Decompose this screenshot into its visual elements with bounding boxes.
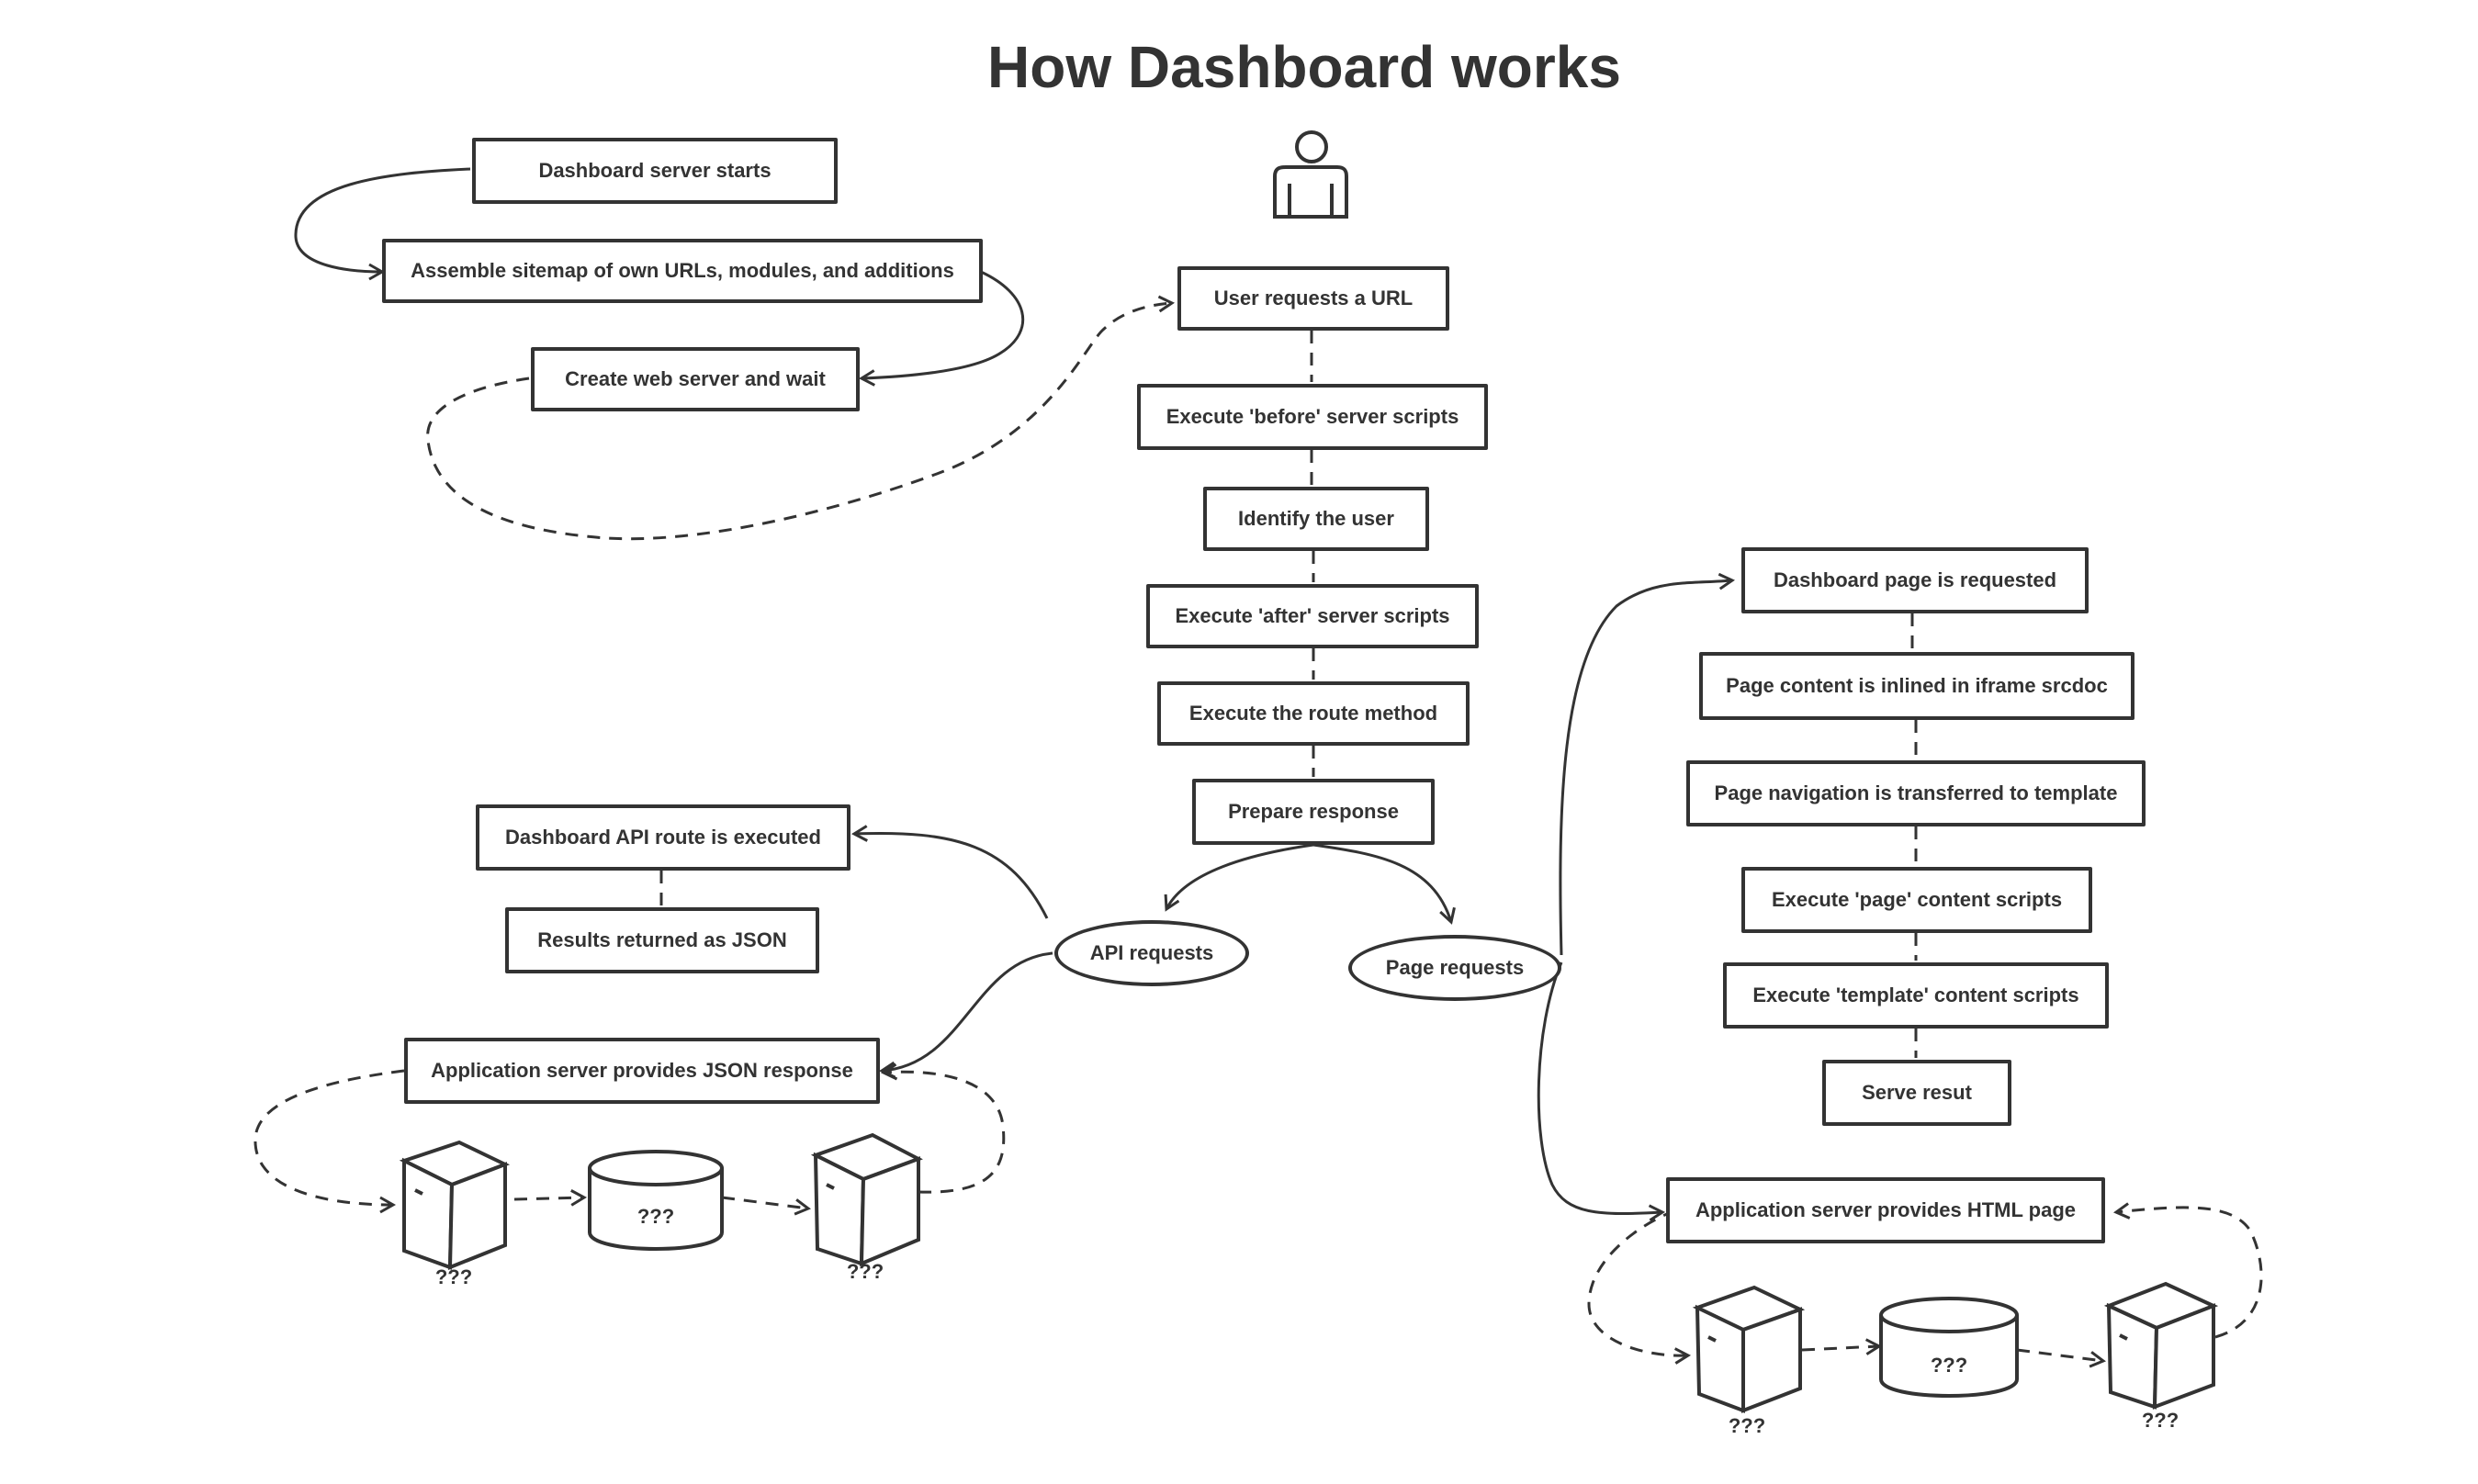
- assemble-sitemap-node: Assemble sitemap of own URLs, modules, a…: [382, 239, 983, 303]
- server-icon: [1692, 1285, 1806, 1413]
- app-server-html-node: Application server provides HTML page: [1666, 1177, 2105, 1243]
- prepare-response-node: Prepare response: [1192, 779, 1435, 845]
- server-icon: [810, 1132, 923, 1267]
- inlined-srcdoc-node: Page content is inlined in iframe srcdoc: [1699, 652, 2134, 720]
- api-db-label: ???: [636, 1205, 675, 1228]
- user-requests-node: User requests a URL: [1177, 266, 1449, 331]
- results-json-node: Results returned as JSON: [505, 907, 819, 973]
- edge-page-to-appserver: [1537, 961, 1666, 1222]
- edge-page-to-requested: [1559, 572, 1736, 956]
- edge-create-to-user: [426, 295, 1176, 541]
- page-server-label-2: ???: [2141, 1409, 2180, 1432]
- create-server-node: Create web server and wait: [531, 347, 860, 411]
- after-scripts-node: Execute 'after' server scripts: [1146, 584, 1479, 648]
- identify-user-node: Identify the user: [1203, 487, 1429, 551]
- edge-prepare-to-api: [1164, 843, 1314, 912]
- diagram-title: How Dashboard works: [987, 34, 1621, 100]
- api-server-label-2: ???: [846, 1260, 884, 1283]
- template-scripts-node: Execute 'template' content scripts: [1723, 962, 2109, 1029]
- api-route-executed-node: Dashboard API route is executed: [476, 804, 850, 871]
- edge-prepare-to-page: [1312, 843, 1456, 925]
- page-requests-node: Page requests: [1348, 935, 1561, 1001]
- server-starts-node: Dashboard server starts: [472, 138, 838, 204]
- before-scripts-node: Execute 'before' server scripts: [1137, 384, 1488, 450]
- edge-api-to-appserver: [878, 951, 1053, 1079]
- page-scripts-node: Execute 'page' content scripts: [1741, 867, 2092, 933]
- serve-result-node: Serve resut: [1822, 1060, 2011, 1126]
- server-icon: [2103, 1281, 2219, 1410]
- user-icon: [1273, 130, 1348, 219]
- route-method-node: Execute the route method: [1157, 681, 1470, 746]
- database-icon: [588, 1150, 724, 1251]
- api-server-label-1: ???: [434, 1265, 473, 1288]
- page-requested-node: Dashboard page is requested: [1741, 547, 2089, 613]
- page-db-label: ???: [1930, 1354, 1968, 1377]
- page-server-label-1: ???: [1728, 1414, 1766, 1437]
- api-requests-node: API requests: [1054, 920, 1249, 986]
- edge-start-to-sitemap: [294, 167, 471, 281]
- app-server-json-node: Application server provides JSON respons…: [404, 1038, 880, 1104]
- nav-transferred-node: Page navigation is transferred to templa…: [1686, 760, 2146, 826]
- edge-api-to-route: [850, 825, 1049, 919]
- server-icon: [399, 1140, 511, 1270]
- database-icon: [1879, 1297, 2019, 1398]
- edge-sitemap-to-create: [858, 270, 1025, 387]
